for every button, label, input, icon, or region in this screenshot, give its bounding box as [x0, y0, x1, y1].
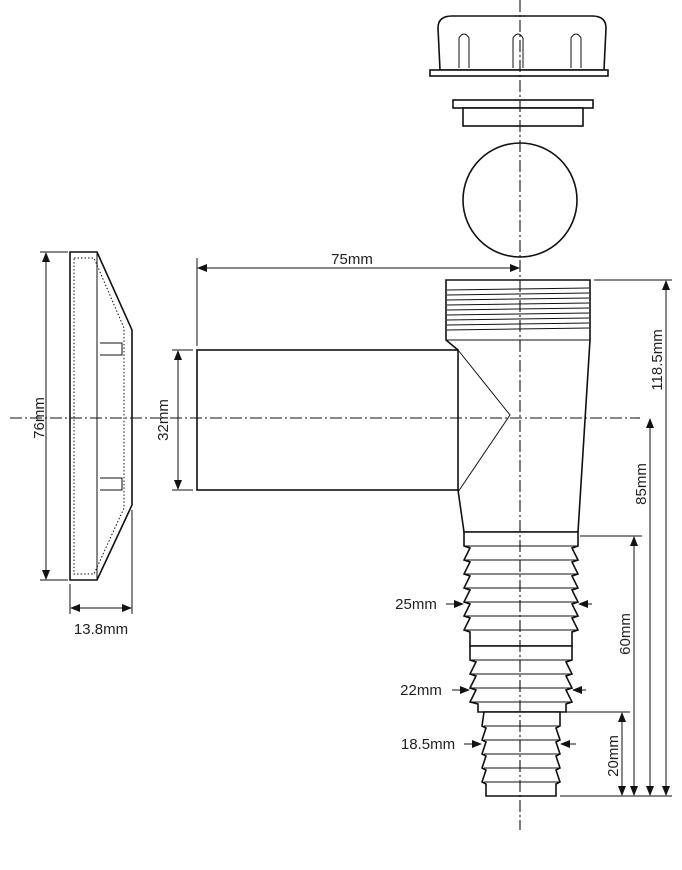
- washer: [452, 99, 594, 127]
- label-center-height: 85mm: [633, 463, 650, 505]
- label-spigot-height: 60mm: [617, 613, 634, 655]
- dim-flange-thickness: 13.8mm: [69, 510, 133, 638]
- dim-tip-height: 20mm: [566, 711, 630, 796]
- label-pipe-diameter: 32mm: [155, 399, 172, 441]
- dim-spigot-height: 60mm: [580, 535, 642, 796]
- label-tier2-diameter: 22mm: [400, 682, 442, 699]
- inlet-pipe: [196, 349, 460, 491]
- flange-side-view: [69, 251, 133, 581]
- label-pipe-length: 75mm: [331, 251, 373, 268]
- dim-pipe-diameter: 32mm: [155, 349, 193, 491]
- label-overall-height: 118.5mm: [649, 329, 666, 390]
- label-tier1-diameter: 25mm: [395, 596, 437, 613]
- dim-overall-height: 118.5mm: [560, 279, 672, 797]
- dim-center-height: 85mm: [633, 418, 654, 796]
- label-flange-thickness: 13.8mm: [74, 621, 128, 638]
- label-tier3-diameter: 18.5mm: [401, 736, 455, 753]
- stepped-spigot: [462, 531, 580, 797]
- label-flange-diameter: 76mm: [31, 397, 48, 439]
- cap-nut: [429, 15, 609, 77]
- label-tip-height: 20mm: [605, 735, 622, 777]
- trap-body: [445, 279, 591, 533]
- dim-tier3-diameter: 18.5mm: [401, 736, 576, 753]
- dim-tier1-diameter: 25mm: [395, 596, 592, 613]
- dim-pipe-length: 75mm: [196, 251, 520, 346]
- dim-flange-diameter: 76mm: [31, 251, 68, 581]
- dim-tier2-diameter: 22mm: [400, 682, 586, 699]
